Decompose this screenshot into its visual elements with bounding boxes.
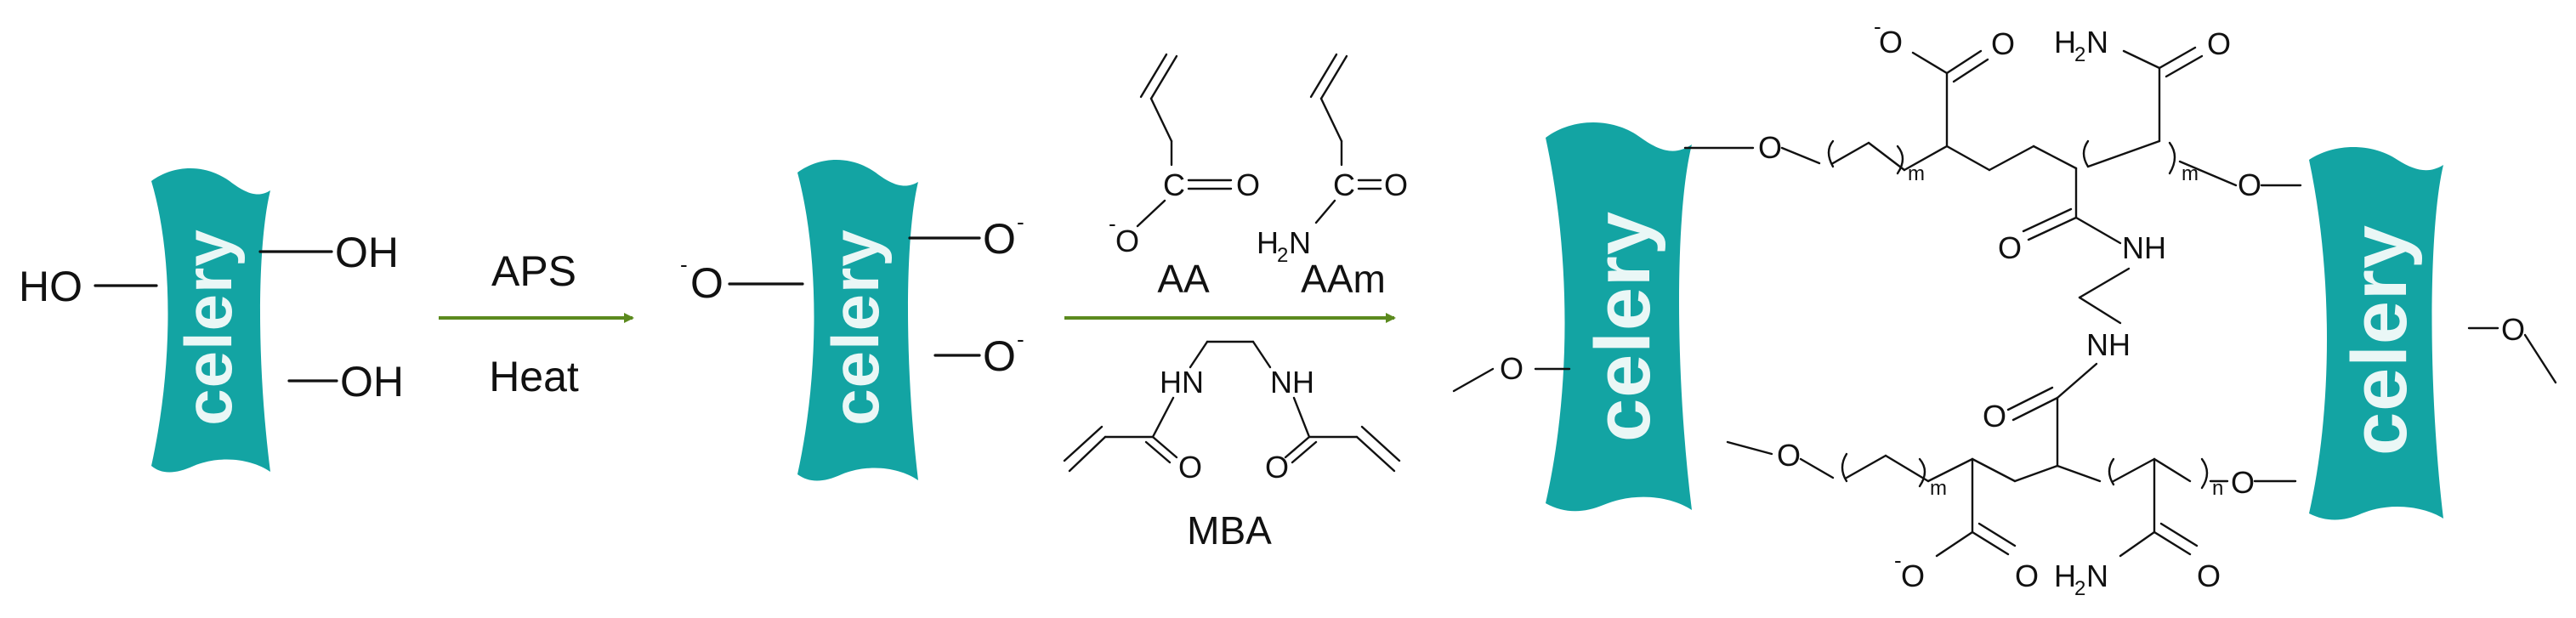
celery-block-4: celery: [2309, 147, 2443, 520]
svg-text:NH: NH: [2086, 327, 2131, 362]
reaction-arrow-1: APS Heat: [439, 247, 634, 400]
svg-text:2: 2: [2074, 577, 2085, 600]
svg-text:O: O: [1178, 450, 1202, 485]
celery-block-1: celery: [151, 168, 270, 473]
svg-text:N: N: [1289, 225, 1311, 260]
step1-reactant: HO OH OH: [19, 229, 404, 405]
celery-label-1: celery: [171, 229, 246, 426]
svg-text:O: O: [2015, 558, 2039, 593]
svg-text:-: -: [680, 252, 688, 277]
reagent-aam: C O H 2 N AAm: [1257, 53, 1408, 301]
celery-label-3: celery: [1580, 211, 1666, 442]
svg-text:-: -: [1017, 209, 1024, 235]
svg-text:O: O: [1500, 351, 1523, 386]
svg-text:O: O: [1777, 438, 1801, 473]
svg-text:O: O: [1758, 130, 1782, 165]
svg-text:-: -: [1874, 14, 1881, 39]
step2-activated: - O O - O -: [680, 209, 1024, 380]
bottom-oh-group: OH: [340, 358, 404, 405]
svg-text:H: H: [1257, 225, 1279, 260]
svg-text:O: O: [2238, 167, 2261, 202]
svg-text:O: O: [2231, 465, 2255, 500]
left-o-minus: O: [690, 259, 723, 307]
svg-text:-: -: [1017, 326, 1024, 352]
svg-text:O: O: [1236, 167, 1260, 202]
product-network: O O O m m O O - O H 2 N: [1452, 14, 2557, 600]
svg-text:H: H: [2054, 25, 2076, 60]
arrow-label-aps: APS: [491, 247, 576, 295]
celery-label-2: celery: [818, 229, 893, 426]
svg-text:m: m: [1930, 477, 1947, 500]
reagent-aa: C O O - AA: [1109, 53, 1260, 301]
top-o-minus: O: [983, 215, 1016, 263]
svg-text:O: O: [1983, 399, 2006, 434]
svg-text:N: N: [2086, 25, 2108, 60]
svg-text:2: 2: [2074, 43, 2085, 66]
label-aam: AAm: [1301, 257, 1386, 301]
celery-block-2: celery: [797, 160, 918, 481]
svg-text:N: N: [2086, 558, 2108, 593]
label-aa: AA: [1157, 257, 1210, 301]
svg-text:O: O: [1265, 450, 1289, 485]
left-ho-group: HO: [19, 263, 82, 310]
svg-text:O: O: [2501, 312, 2525, 347]
top-oh-group: OH: [335, 229, 399, 276]
svg-text:n: n: [2212, 477, 2223, 500]
celery-label-4: celery: [2336, 224, 2423, 456]
svg-text:O: O: [2197, 558, 2221, 593]
svg-text:O: O: [1991, 26, 2015, 61]
svg-text:2: 2: [1277, 244, 1288, 267]
svg-text:O: O: [1879, 25, 1903, 60]
svg-text:-: -: [1109, 211, 1116, 236]
svg-text:m: m: [1908, 162, 1925, 185]
bottom-o-minus: O: [983, 332, 1016, 380]
svg-text:O: O: [1115, 224, 1139, 258]
svg-text:H: H: [2054, 558, 2076, 593]
svg-text:C: C: [1163, 167, 1185, 202]
svg-text:-: -: [1894, 547, 1902, 573]
svg-text:O: O: [1901, 558, 1925, 593]
svg-text:O: O: [1998, 230, 2022, 265]
svg-text:NH: NH: [1270, 365, 1314, 400]
reagent-mba: HN NH O O MBA: [1063, 340, 1401, 553]
svg-text:HN: HN: [1160, 365, 1204, 400]
svg-text:O: O: [2207, 26, 2231, 61]
celery-block-3: celery: [1546, 122, 1692, 512]
svg-text:C: C: [1333, 167, 1355, 202]
svg-text:O: O: [1384, 167, 1408, 202]
label-mba: MBA: [1187, 508, 1272, 553]
svg-text:NH: NH: [2122, 230, 2166, 265]
arrow-label-heat: Heat: [489, 353, 579, 400]
